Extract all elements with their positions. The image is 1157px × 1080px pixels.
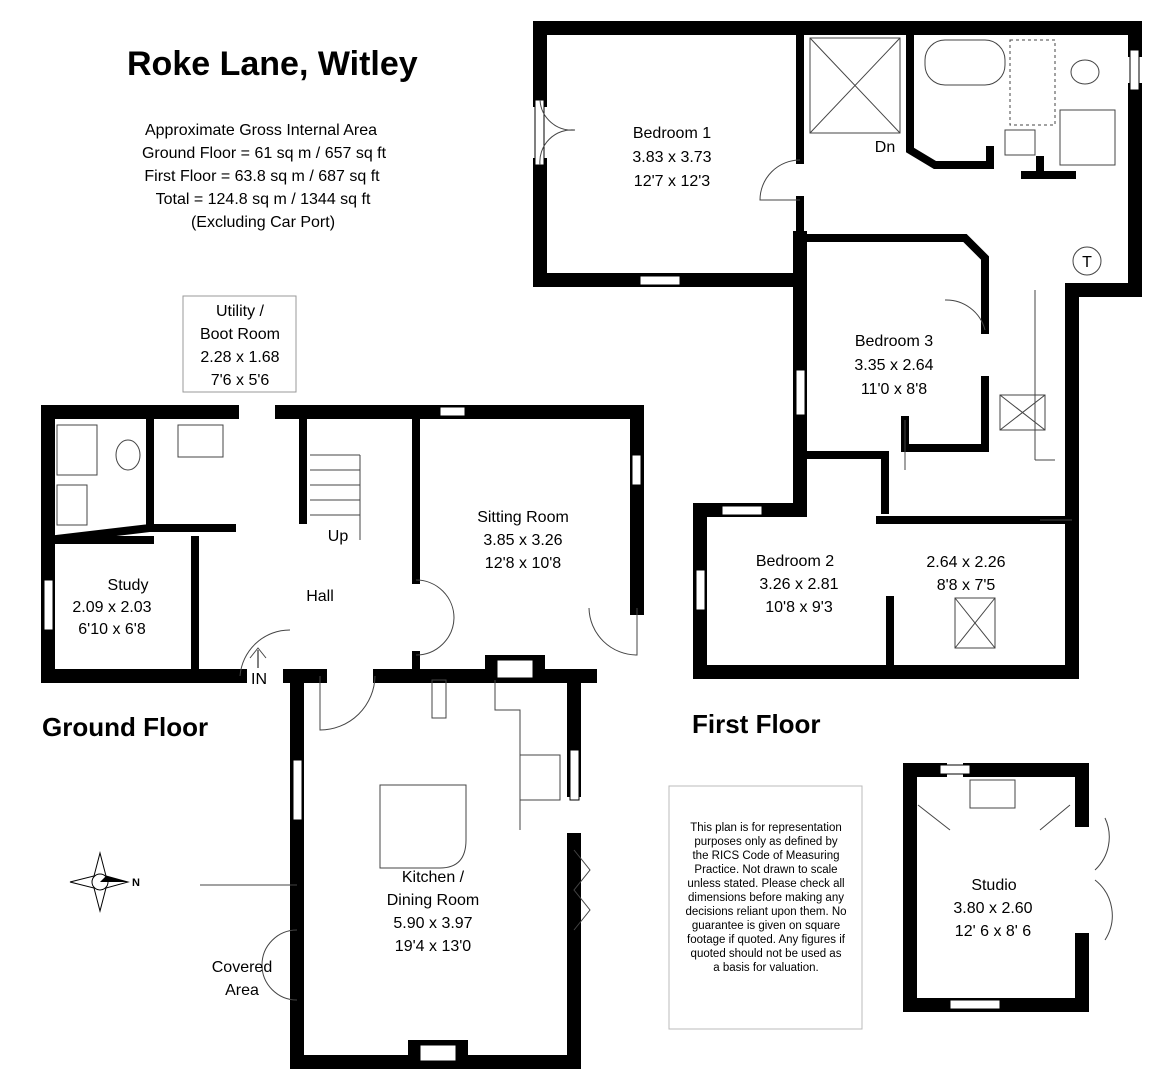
svg-text:3.80 x 2.60: 3.80 x 2.60 xyxy=(953,900,1032,917)
svg-text:12'7 x 12'3: 12'7 x 12'3 xyxy=(634,173,710,190)
svg-text:3.35 x 2.64: 3.35 x 2.64 xyxy=(854,357,933,374)
svg-text:Utility /: Utility / xyxy=(216,303,265,320)
svg-text:First Floor = 63.8 sq m / 687: First Floor = 63.8 sq m / 687 sq ft xyxy=(144,168,380,185)
svg-text:purposes only as defined by: purposes only as defined by xyxy=(694,836,837,848)
disclaimer-box xyxy=(668,785,863,1030)
svg-text:2.28 x 1.68: 2.28 x 1.68 xyxy=(200,349,279,366)
svg-text:This plan is for representatio: This plan is for representation xyxy=(690,822,842,834)
svg-text:Up: Up xyxy=(328,528,349,545)
disclaimer-text: This plan is for representation purposes… xyxy=(685,822,846,974)
svg-text:quoted should not be used as: quoted should not be used as xyxy=(691,948,842,960)
ground-floor-label: Ground Floor xyxy=(42,712,208,742)
svg-text:IN: IN xyxy=(251,671,267,688)
svg-text:12' 6 x 8' 6: 12' 6 x 8' 6 xyxy=(955,923,1031,940)
svg-text:Bedroom 2: Bedroom 2 xyxy=(756,553,834,570)
svg-text:Area: Area xyxy=(225,982,259,999)
svg-text:3.83 x 3.73: 3.83 x 3.73 xyxy=(632,149,711,166)
svg-text:Dining Room: Dining Room xyxy=(387,892,479,909)
svg-text:Ground Floor = 61 sq m / 657 s: Ground Floor = 61 sq m / 657 sq ft xyxy=(142,145,387,162)
svg-text:footage if quoted. Any figures: footage if quoted. Any figures if xyxy=(687,934,846,946)
compass-icon xyxy=(69,851,130,913)
svg-text:11'0 x 8'8: 11'0 x 8'8 xyxy=(861,381,927,398)
svg-text:12'8 x 10'8: 12'8 x 10'8 xyxy=(485,555,561,572)
svg-text:2.64 x 2.26: 2.64 x 2.26 xyxy=(926,554,1005,571)
svg-text:Bedroom 1: Bedroom 1 xyxy=(633,125,711,142)
svg-text:guarantee is given on square: guarantee is given on square xyxy=(692,920,840,932)
svg-text:Covered: Covered xyxy=(212,959,272,976)
utility-label-box xyxy=(182,295,297,393)
svg-text:dimensions before making any: dimensions before making any xyxy=(688,892,844,904)
first-floor-plan xyxy=(533,21,1142,941)
svg-text:5.90 x 3.97: 5.90 x 3.97 xyxy=(393,915,472,932)
svg-text:Kitchen /: Kitchen / xyxy=(402,869,465,886)
svg-text:Total = 124.8 sq m / 1344 sq f: Total = 124.8 sq m / 1344 sq ft xyxy=(156,191,371,208)
svg-text:7'6 x 5'6: 7'6 x 5'6 xyxy=(211,372,270,389)
svg-text:3.26 x 2.81: 3.26 x 2.81 xyxy=(759,576,838,593)
studio-plan xyxy=(903,763,1089,1012)
area-summary: Approximate Gross Internal Area Ground F… xyxy=(142,122,387,231)
svg-text:Boot Room: Boot Room xyxy=(200,326,280,343)
svg-text:19'4 x 13'0: 19'4 x 13'0 xyxy=(395,938,471,955)
svg-text:Hall: Hall xyxy=(306,588,334,605)
svg-text:T: T xyxy=(1082,254,1092,271)
svg-text:(Excluding Car Port): (Excluding Car Port) xyxy=(191,214,335,231)
svg-text:2.09 x 2.03: 2.09 x 2.03 xyxy=(72,599,151,616)
ground-floor-plan xyxy=(41,405,644,1069)
svg-text:unless stated. Please check al: unless stated. Please check all xyxy=(687,878,844,890)
svg-text:Dn: Dn xyxy=(875,139,895,156)
svg-text:a basis for valuation.: a basis for valuation. xyxy=(713,962,818,974)
svg-text:Practice. Not drawn to scale: Practice. Not drawn to scale xyxy=(694,864,837,876)
first-floor-label: First Floor xyxy=(692,709,821,739)
svg-text:Sitting Room: Sitting Room xyxy=(477,509,569,526)
svg-text:6'10 x 6'8: 6'10 x 6'8 xyxy=(78,621,146,638)
svg-text:Approximate Gross Internal Are: Approximate Gross Internal Area xyxy=(145,122,377,139)
svg-text:Bedroom 3: Bedroom 3 xyxy=(855,333,933,350)
svg-text:decisions reliant upon them. N: decisions reliant upon them. No xyxy=(685,906,846,918)
svg-text:Studio: Studio xyxy=(971,877,1016,894)
svg-text:10'8 x 9'3: 10'8 x 9'3 xyxy=(765,599,833,616)
svg-text:the RICS Code of Measuring: the RICS Code of Measuring xyxy=(692,850,839,862)
property-title: Roke Lane, Witley xyxy=(127,45,418,83)
svg-text:3.85 x 3.26: 3.85 x 3.26 xyxy=(483,532,562,549)
compass-north-label: N xyxy=(132,877,140,889)
svg-text:8'8 x 7'5: 8'8 x 7'5 xyxy=(937,577,996,594)
svg-text:Study: Study xyxy=(108,577,149,594)
